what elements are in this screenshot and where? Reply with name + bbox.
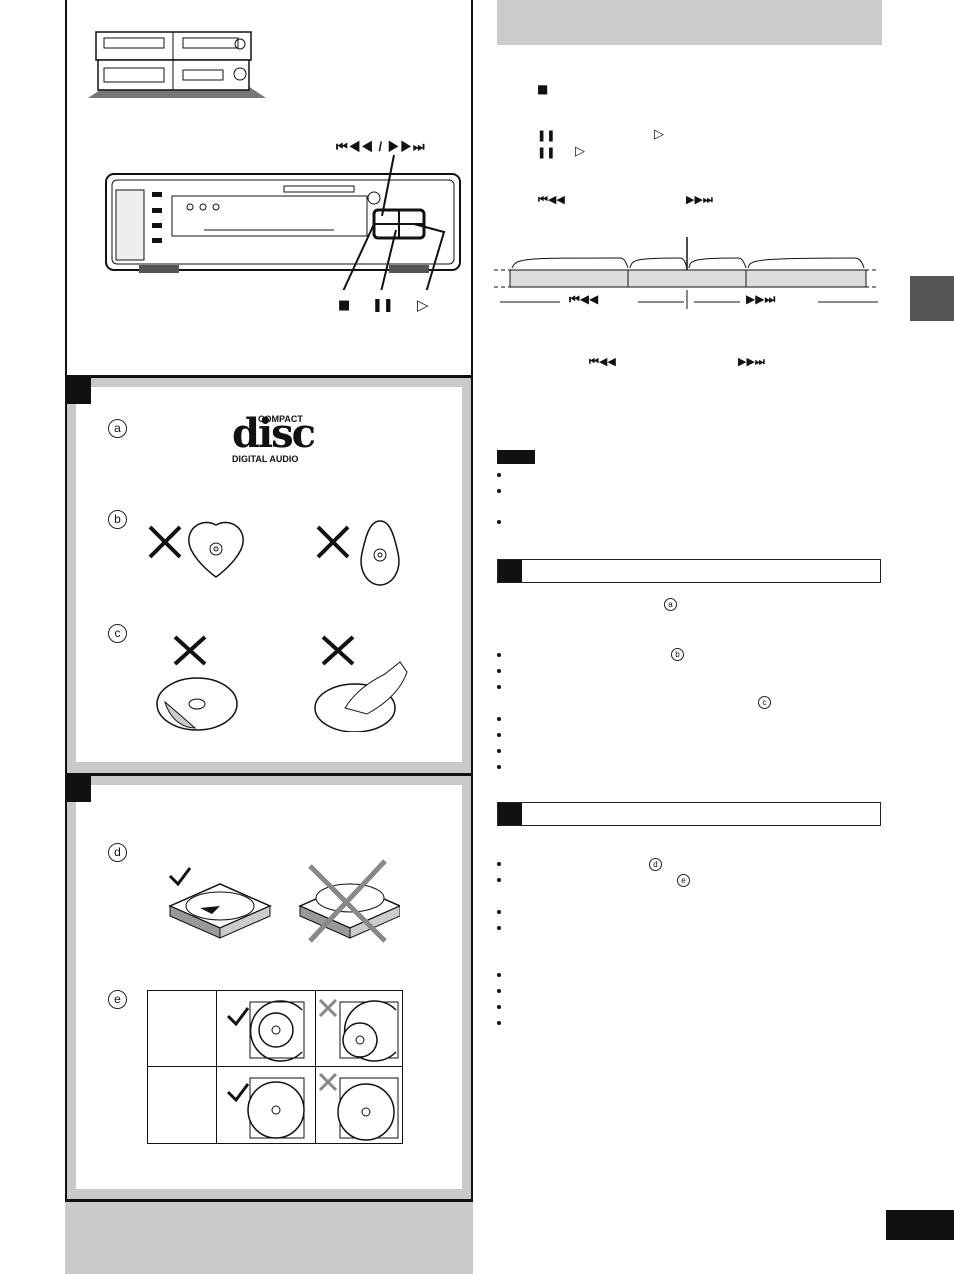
search-fwd-symbol: ▶▶⏭ [738,355,765,368]
section-b-bullet [497,862,501,866]
label-a: a [108,419,127,438]
ref-d: d [649,858,662,871]
bottom-grey-box [65,1202,473,1274]
section-a-bullet [497,653,501,657]
section-marker-a [67,378,91,404]
stop-button-label: ■ [338,298,351,313]
cd-unit-illustration [105,154,461,290]
logo-compact-text: COMPACT [258,414,303,424]
disc-handling-illustration [156,635,408,732]
timeline-back-label: ⏮◀◀ [569,292,599,306]
search-back-symbol: ⏮◀◀ [589,355,616,368]
note-label [497,450,535,464]
section-b-bullet [497,973,501,977]
play-button-label: ▷ [417,296,429,314]
section-a-marker [498,560,522,582]
section-a-bullet [497,685,501,689]
x-mark-icon [173,635,207,666]
label-b: b [108,510,127,529]
divider-3 [65,1199,473,1202]
section-b-bullet [497,910,501,914]
pause-symbol-1: ❚❚ [537,129,556,142]
section-marker-b [67,776,91,802]
header-bar [497,0,882,45]
note-bullet [497,520,501,524]
track-timeline-diagram [494,237,878,309]
pause-button-label: ❚❚ [372,298,394,313]
skip-back-symbol: ⏮◀◀ [538,193,565,206]
section-a-bullet [497,765,501,769]
section-a-bullet [497,717,501,721]
x-mark-icon [316,525,350,559]
label-e: e [108,990,127,1009]
table-vline-1 [216,990,217,1144]
section-b-header [497,802,881,826]
section-b-marker [498,803,522,825]
x-mark-icon [308,859,387,943]
panel-discs-inner [76,387,462,762]
logo-disc-text: disc [232,410,316,457]
table-hline [147,1066,403,1067]
check-icon [168,867,192,887]
section-a-header [497,559,881,583]
compact-disc-logo: COMPACT disc DIGITAL AUDIO [232,414,318,466]
x-mark-icon [148,525,182,559]
ref-a: a [664,598,677,611]
disc-8cm-correct-icon [226,1000,305,1062]
stop-symbol: ■ [537,82,549,96]
note-bullet [497,473,501,477]
section-a-bullet [497,669,501,673]
disc-8cm-wrong-icon [318,998,399,1062]
page-number-box [886,1210,954,1240]
skip-buttons-label: ⏮◀◀ / ▶▶⏭ [336,139,426,154]
ref-b: b [671,648,684,661]
table-vline-2 [315,990,316,1144]
label-c: c [108,624,127,643]
play-symbol-1: ▷ [654,127,664,142]
disc-12cm-wrong-icon [318,1072,399,1141]
ref-c: c [758,696,771,709]
section-b-bullet [497,926,501,930]
logo-digital-audio-text: DIGITAL AUDIO [232,454,299,464]
skip-fwd-symbol: ▶▶⏭ [686,193,713,206]
x-mark-icon [321,635,355,666]
note-bullet [497,489,501,493]
disc-size-table [147,990,403,1144]
section-b-bullet [497,989,501,993]
section-a-bullet [497,749,501,753]
disc-12cm-correct-icon [226,1077,305,1139]
ref-e: e [677,874,690,887]
section-b-bullet [497,1005,501,1009]
timeline-fwd-label: ▶▶⏭ [746,292,776,306]
pause-symbol-2: ❚❚ [537,146,556,159]
left-column-frame [65,0,473,1202]
divider-1 [65,375,473,378]
stereo-system-illustration [88,31,266,98]
irregular-discs-illustration [148,520,400,586]
side-index-tab [910,276,954,321]
tray-loading-illustration [168,859,400,943]
section-a-bullet [497,733,501,737]
divider-2 [65,773,473,776]
section-b-bullet [497,1021,501,1025]
label-d: d [108,843,127,862]
play-symbol-2: ▷ [575,144,585,159]
section-b-bullet [497,878,501,882]
